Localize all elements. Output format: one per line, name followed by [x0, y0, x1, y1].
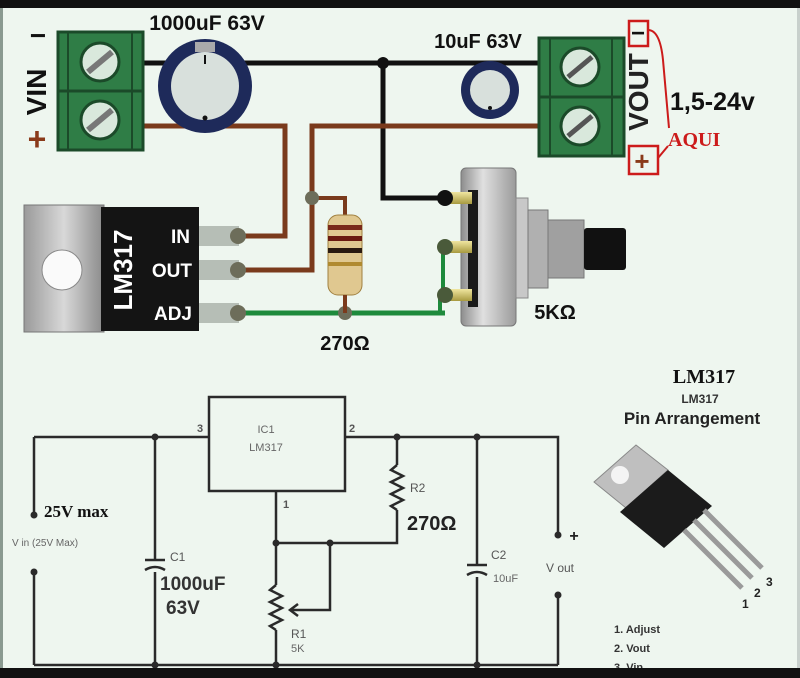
lm317-label: LM317	[108, 230, 138, 311]
ic1-ref: IC1	[257, 424, 274, 436]
top-border	[0, 0, 800, 8]
vin-terminal-bottom	[30, 568, 38, 576]
lm317-package	[23, 204, 246, 333]
pinout-subtitle: LM317	[681, 392, 719, 406]
c1-ref: C1	[170, 550, 186, 564]
pin-solder-in	[230, 228, 246, 244]
annotation-leader-line	[647, 29, 670, 129]
highlight-box-plus	[627, 144, 660, 176]
vin-note: 25V max	[44, 502, 109, 521]
annotation-leader-line	[657, 145, 669, 159]
vin-minus-sign: −	[30, 20, 46, 51]
junction-dot	[473, 661, 481, 669]
vin-plus-sign: +	[28, 121, 47, 157]
pin-number-3: 3	[766, 575, 773, 589]
ic1-pin2: 2	[349, 423, 355, 435]
annotation-text: AQUI	[668, 129, 720, 151]
junction-dot	[151, 433, 159, 441]
c2-value: 10uF	[493, 573, 518, 585]
pin-number-1: 1	[742, 597, 749, 611]
junction-dot	[272, 661, 280, 669]
annotation-highlight	[627, 19, 670, 176]
r1-value: 5K	[291, 643, 305, 655]
junction-dot	[151, 661, 159, 669]
junction-dot	[393, 433, 401, 441]
vout-terminal-block	[537, 36, 626, 158]
junction-dot	[326, 539, 334, 547]
vout-minus-sign: −	[631, 20, 645, 47]
junction-dot	[473, 433, 481, 441]
pinout-heading: Pin Arrangement	[624, 409, 761, 428]
vin-terminal-block	[56, 30, 145, 152]
ic1-box	[207, 395, 347, 493]
r1-wiper-arrow	[287, 603, 299, 617]
pin-out-label: OUT	[152, 261, 193, 282]
vout-label: VOUT	[623, 53, 654, 131]
schematic	[32, 395, 560, 667]
pin-legend-1: 1. Adjust	[614, 624, 660, 636]
pin-solder-out	[230, 262, 246, 278]
pin-legend-2: 2. Vout	[614, 643, 650, 655]
pot-pin	[450, 192, 472, 204]
resistor-270	[327, 214, 363, 313]
pin-in-label: IN	[171, 227, 190, 248]
c2-label: 10uF 63V	[434, 31, 522, 53]
wire-negative-to-pot	[380, 63, 445, 201]
right-border	[797, 8, 800, 668]
r1-zigzag	[267, 584, 285, 632]
wire-r2-bottom	[276, 510, 399, 545]
r2-zigzag	[388, 464, 406, 512]
vin-text: V in (25V Max)	[12, 538, 78, 549]
bottom-border	[0, 668, 800, 678]
c1-plate-curved	[144, 565, 166, 572]
wire-resistor-top	[312, 196, 347, 215]
vout-terminal-top	[554, 531, 562, 539]
pot-label: 5KΩ	[534, 302, 576, 324]
vout-plus-sign: +	[634, 146, 649, 176]
left-border	[0, 8, 3, 668]
vout-terminal-bottom	[554, 591, 562, 599]
c1-value: 1000uF	[160, 574, 225, 595]
pin-solder-adj	[230, 305, 246, 321]
pinout-title: LM317	[673, 366, 735, 388]
pinout-panel: LM317 LM317 Pin Arrangement 1 2 3 1. Adj…	[593, 366, 773, 674]
pin-number-2: 2	[754, 586, 761, 600]
pot-pin	[450, 289, 472, 301]
vout-range: 1,5-24v	[670, 88, 755, 116]
potentiometer-5k	[437, 167, 626, 327]
ic1-name: LM317	[249, 442, 283, 454]
r2-ref: R2	[410, 481, 426, 495]
r1-ref: R1	[291, 627, 307, 641]
capacitor-c1	[158, 39, 252, 133]
vin-label: VIN	[21, 69, 52, 116]
capacitor-c2	[461, 61, 519, 119]
junction-dot	[272, 539, 280, 547]
ic1-pin1: 1	[283, 499, 289, 511]
c1-voltage: 63V	[166, 598, 200, 619]
c2-ref: C2	[491, 548, 507, 562]
junction-dot	[305, 191, 319, 205]
to220-package-icon	[593, 444, 764, 590]
r2-value: 270Ω	[407, 513, 456, 535]
vin-terminal-top	[30, 511, 38, 519]
ic1-pin3: 3	[197, 423, 203, 435]
schematic-dots	[30, 433, 562, 669]
wire-vout-top	[345, 435, 560, 533]
c1-label: 1000uF 63V	[149, 12, 265, 35]
junction-dot	[377, 57, 389, 69]
r1-wiper	[290, 543, 332, 612]
vout-text: V out	[546, 561, 575, 575]
vout-plus: +	[569, 528, 578, 545]
pin-adj-label: ADJ	[154, 304, 192, 325]
pot-pin	[450, 241, 472, 253]
wiring-diagram: − VIN + 1000uF 63V 10uF 63V	[21, 12, 755, 355]
highlight-box-minus	[627, 19, 650, 48]
c2-plate-curved	[466, 570, 488, 577]
resistor-label: 270Ω	[320, 333, 369, 355]
